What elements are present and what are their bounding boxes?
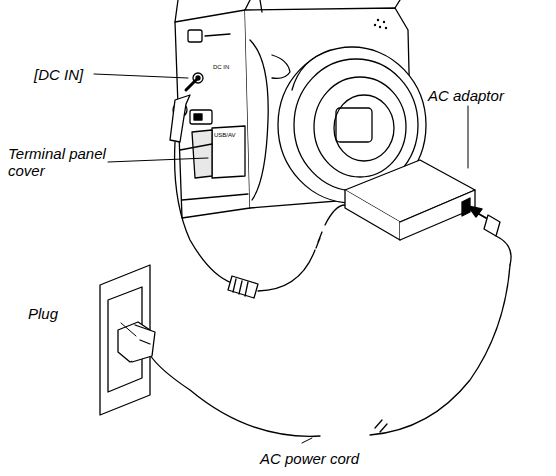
power-cord (150, 206, 511, 436)
terminal-marking: DC IN (213, 64, 229, 71)
part-label: Plug (28, 305, 58, 322)
ac-adaptor-body (345, 160, 475, 240)
part-label: [DC IN] (34, 66, 83, 83)
wall-outlet (100, 265, 155, 415)
terminal-marking: USB/AV (214, 132, 236, 139)
part-label: AC power cord (260, 450, 359, 467)
leader-lines (94, 74, 468, 443)
dc-cable (170, 80, 345, 298)
part-label: AC adaptor (428, 87, 504, 104)
part-label: Terminal panel cover (8, 145, 112, 179)
